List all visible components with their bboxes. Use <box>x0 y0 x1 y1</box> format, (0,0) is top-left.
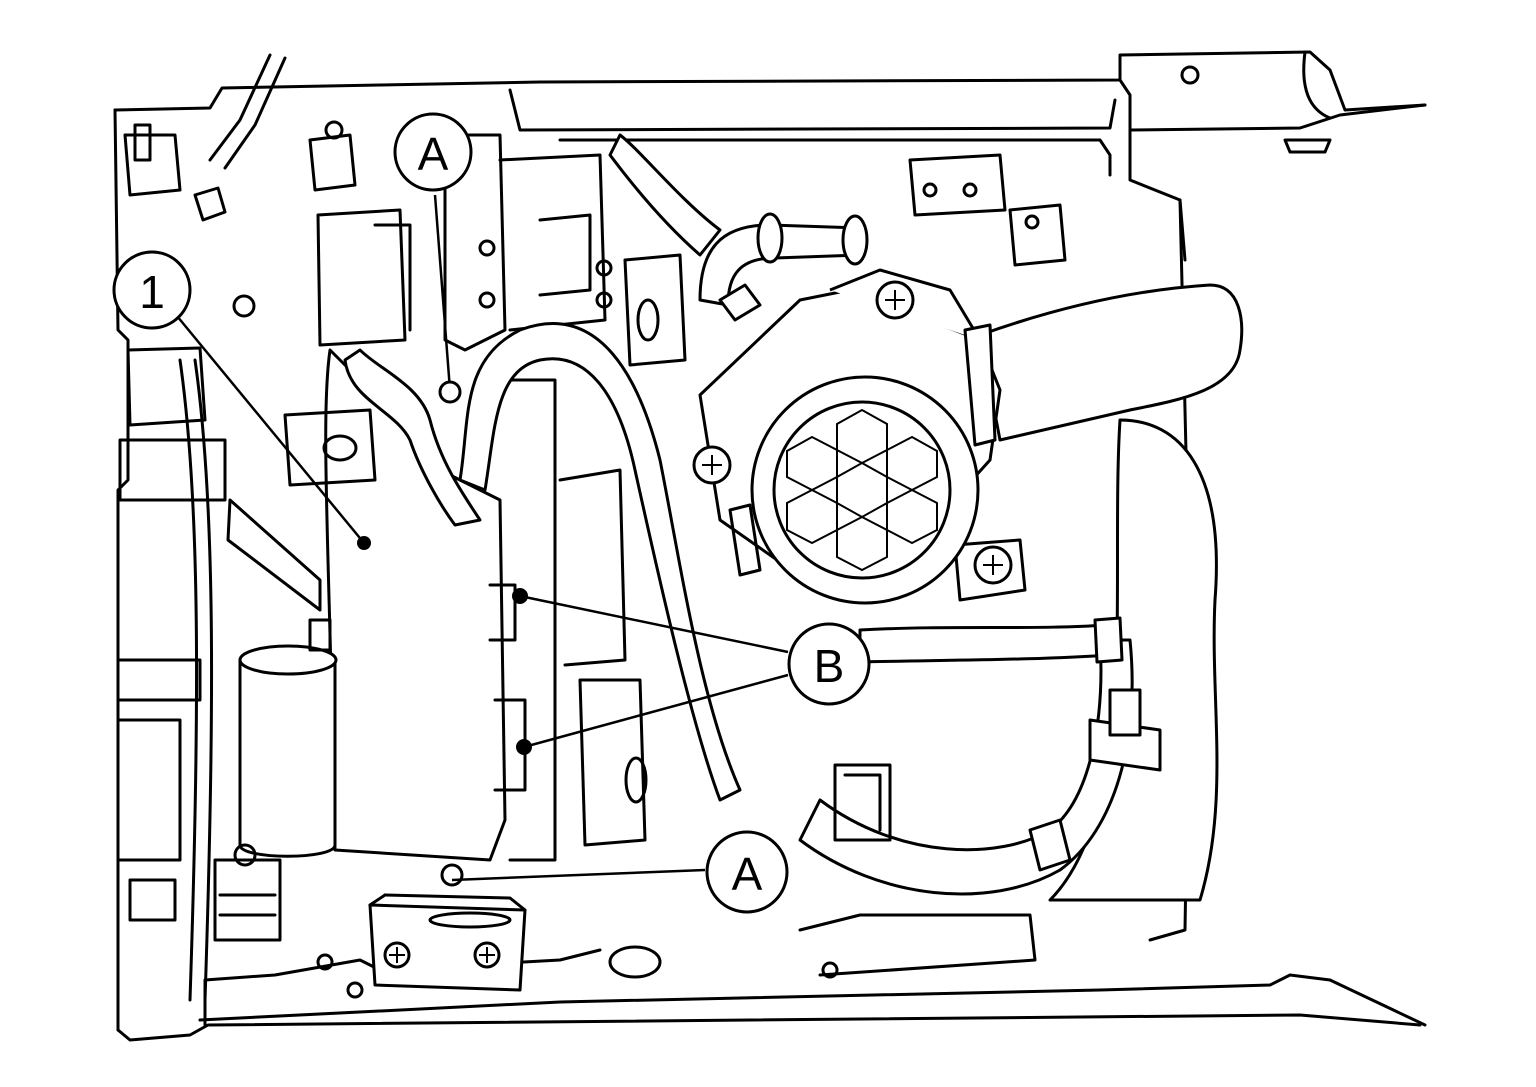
leader-1 <box>176 315 365 544</box>
callout-1: 1 <box>112 250 192 330</box>
target-dot-1 <box>357 536 371 550</box>
left-bracket-assembly <box>118 53 287 1002</box>
callout-B-label: B <box>814 640 845 692</box>
callout-A-top-label: A <box>418 128 449 180</box>
leader-B-upper <box>519 594 789 654</box>
fan-grille <box>786 408 938 572</box>
blower-motor <box>692 268 1027 605</box>
leader-B-lower <box>523 673 789 749</box>
leader-A-bottom <box>451 868 706 882</box>
callout-B: B <box>787 622 871 706</box>
upper-relay-block <box>308 120 412 347</box>
leader-lines <box>176 194 789 882</box>
right-bracket <box>908 153 1067 267</box>
canister <box>213 618 338 942</box>
callout-A-bottom-label: A <box>732 848 763 900</box>
lower-brackets <box>316 253 1037 999</box>
callout-1-label: 1 <box>139 266 165 318</box>
callout-A-top: A <box>393 112 473 192</box>
control-module-box <box>226 348 507 862</box>
callout-A-bottom: A <box>705 830 789 914</box>
target-dot-B-lower <box>516 739 532 755</box>
center-bracket <box>443 133 613 862</box>
target-points <box>357 380 532 755</box>
leader-A-top <box>433 194 452 391</box>
hoses <box>343 133 1244 902</box>
target-dot-B-upper <box>512 588 528 604</box>
bolt-A-top <box>438 380 462 404</box>
